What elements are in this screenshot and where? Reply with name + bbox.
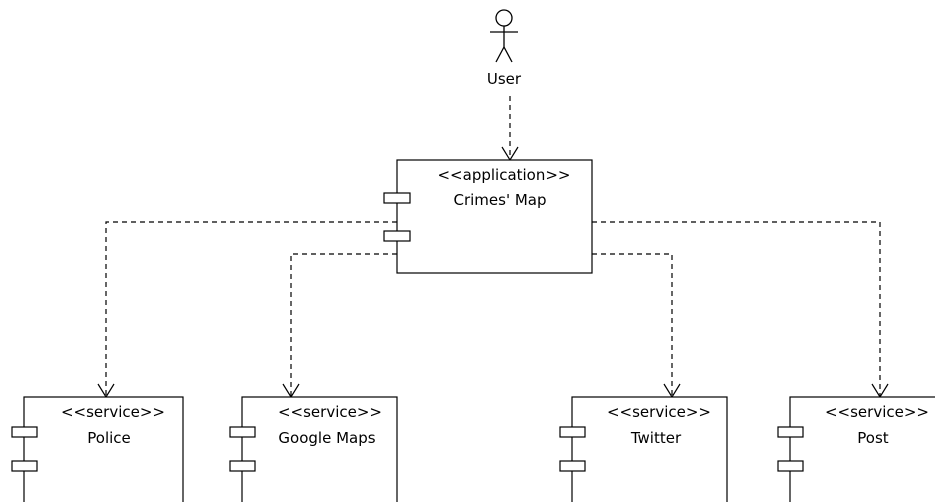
component-port-icon	[11, 426, 38, 438]
component-body	[571, 396, 728, 502]
component-body	[241, 396, 398, 502]
component-service-post[interactable]: <<service>> Post	[777, 396, 935, 502]
component-port-icon	[559, 426, 586, 438]
dependency-application-to-post	[592, 221, 889, 399]
dependency-application-to-police	[97, 221, 397, 399]
service-stereotype: <<service>>	[278, 403, 382, 421]
dependency-line	[290, 253, 397, 396]
actor-user[interactable]: User	[487, 9, 522, 88]
stick-figure-icon	[490, 9, 518, 63]
component-port-icon	[559, 460, 586, 472]
application-stereotype: <<application>>	[437, 166, 570, 184]
service-stereotype: <<service>>	[825, 403, 929, 421]
component-port-icon	[383, 230, 411, 242]
component-service-google-maps[interactable]: <<service>> Google Maps	[229, 396, 398, 502]
actor-label: User	[487, 70, 522, 88]
dependency-application-to-google-maps	[282, 253, 397, 399]
component-service-twitter[interactable]: <<service>> Twitter	[559, 396, 728, 502]
dependency-line	[105, 221, 397, 396]
service-name: Police	[87, 429, 131, 447]
service-name: Post	[857, 429, 889, 447]
dependency-user-to-application	[501, 96, 519, 162]
component-port-icon	[229, 460, 256, 472]
service-name: Google Maps	[278, 429, 375, 447]
dependency-line	[592, 221, 881, 396]
service-stereotype: <<service>>	[61, 403, 165, 421]
component-port-icon	[229, 426, 256, 438]
component-application[interactable]: <<application>> Crimes' Map	[383, 159, 593, 274]
service-name: Twitter	[630, 429, 682, 447]
dependency-application-to-twitter	[592, 253, 681, 399]
component-body	[789, 396, 935, 502]
component-service-police[interactable]: <<service>> Police	[11, 396, 184, 502]
component-body	[23, 396, 184, 502]
component-port-icon	[777, 426, 804, 438]
component-body	[396, 159, 593, 274]
component-port-icon	[11, 460, 38, 472]
component-port-icon	[777, 460, 804, 472]
service-stereotype: <<service>>	[607, 403, 711, 421]
component-port-icon	[383, 192, 411, 204]
dependency-line	[592, 253, 673, 396]
application-name: Crimes' Map	[453, 191, 546, 209]
